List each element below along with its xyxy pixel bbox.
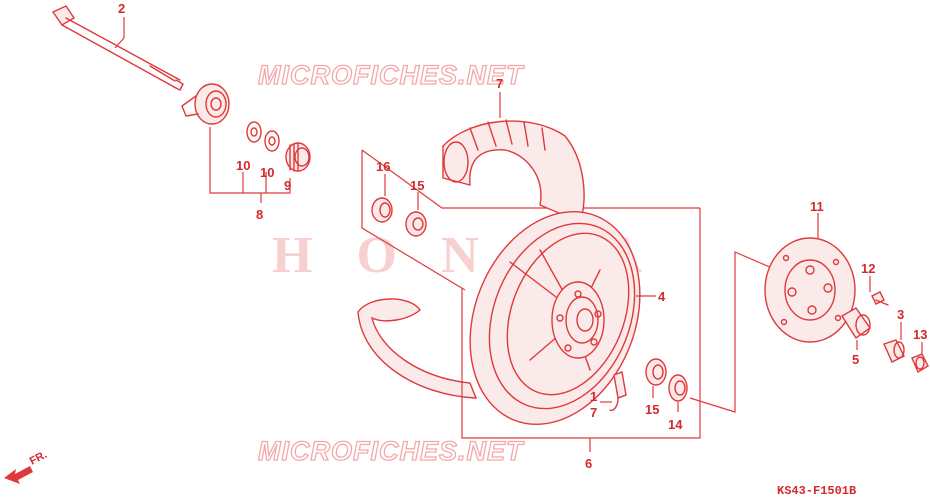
callout-5: 5	[852, 352, 859, 367]
dust-seal-14-part	[668, 374, 688, 402]
wheel-hub-part	[551, 281, 605, 359]
leader-disc	[689, 251, 773, 413]
front-label: FR.	[28, 449, 49, 468]
bearing-16-part	[371, 197, 393, 223]
callout-7-tire: 7	[496, 76, 503, 91]
callout-15-lower: 15	[645, 402, 659, 417]
callout-16: 16	[376, 159, 390, 174]
valve-stem-part	[609, 371, 627, 412]
callout-10-second: 10	[260, 165, 274, 180]
callout-13: 13	[913, 327, 927, 342]
callout-2: 2	[118, 1, 125, 16]
callout-11: 11	[810, 199, 824, 214]
side-collar-part	[841, 307, 871, 339]
leader-group-6	[461, 208, 701, 439]
tire-part	[442, 119, 585, 223]
washers-part	[246, 121, 280, 152]
diagram-code: KS43-F1501B	[777, 484, 856, 498]
disc-bolt-part	[871, 291, 889, 306]
callout-1: 1	[590, 389, 597, 404]
callout-10-first: 10	[236, 158, 250, 173]
watermark-bottom: MICROFICHES.NET	[258, 436, 525, 466]
speedometer-gearbox-part	[181, 83, 230, 125]
callout-3: 3	[897, 307, 904, 322]
watermark-top: MICROFICHES.NET	[258, 60, 525, 90]
axle-bolt-part	[51, 5, 184, 91]
front-arrow-icon	[4, 466, 33, 484]
callout-9: 9	[284, 178, 291, 193]
leader-16-15	[361, 150, 466, 291]
bearing-15-upper-part	[405, 211, 427, 237]
oil-seal-part	[285, 142, 311, 172]
callout-7-valve: 7	[590, 405, 597, 420]
callout-14: 14	[668, 417, 683, 432]
callout-6: 6	[585, 456, 592, 471]
callout-4: 4	[658, 289, 666, 304]
leader-2	[114, 17, 125, 49]
brake-disc-part	[764, 237, 856, 343]
callout-12: 12	[861, 261, 875, 276]
bearing-15-lower-part	[645, 358, 667, 386]
leader-8b	[242, 172, 267, 193]
leader-group-top	[361, 149, 700, 209]
callout-15-upper: 15	[410, 178, 424, 193]
axle-nut-13-part	[911, 353, 929, 374]
callout-8: 8	[256, 207, 263, 222]
axle-collar-3-part	[883, 339, 905, 363]
inner-tube-part	[357, 298, 478, 399]
leader-8	[209, 127, 291, 194]
